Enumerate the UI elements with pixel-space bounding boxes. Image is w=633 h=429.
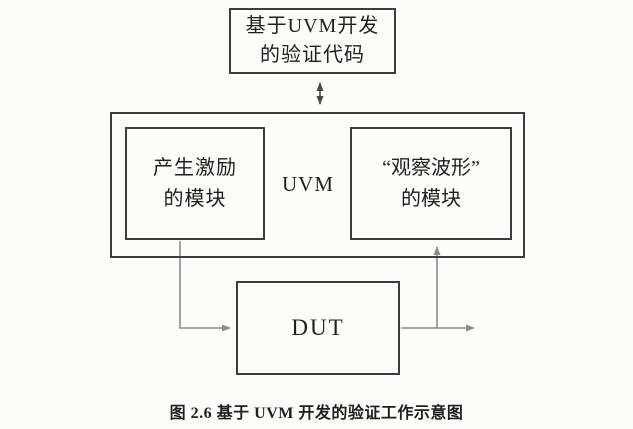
uvm-container-box xyxy=(110,112,525,258)
dut-box-label: DUT xyxy=(291,315,345,340)
uvm-code-box: 基于UVM开发 的验证代码 xyxy=(229,8,396,74)
dut-box: DUT xyxy=(236,281,400,375)
uvm-code-box-line1: 基于UVM开发 xyxy=(245,15,380,37)
stimulus-module-line1: 产生激励 xyxy=(153,156,237,179)
observe-module-box: “观察波形” 的模块 xyxy=(350,127,512,240)
uvm-container-label: UVM xyxy=(281,172,334,196)
observe-module-line1: “观察波形” xyxy=(382,156,480,179)
observe-module-line2: 的模块 xyxy=(401,187,461,210)
figure-caption: 图 2.6 基于 UVM 开发的验证工作示意图 xyxy=(169,405,464,422)
stimulus-module-line2: 的模块 xyxy=(163,187,227,210)
stimulus-module-box: 产生激励 的模块 xyxy=(125,127,265,240)
uvm-code-box-line2: 的验证代码 xyxy=(260,44,365,66)
